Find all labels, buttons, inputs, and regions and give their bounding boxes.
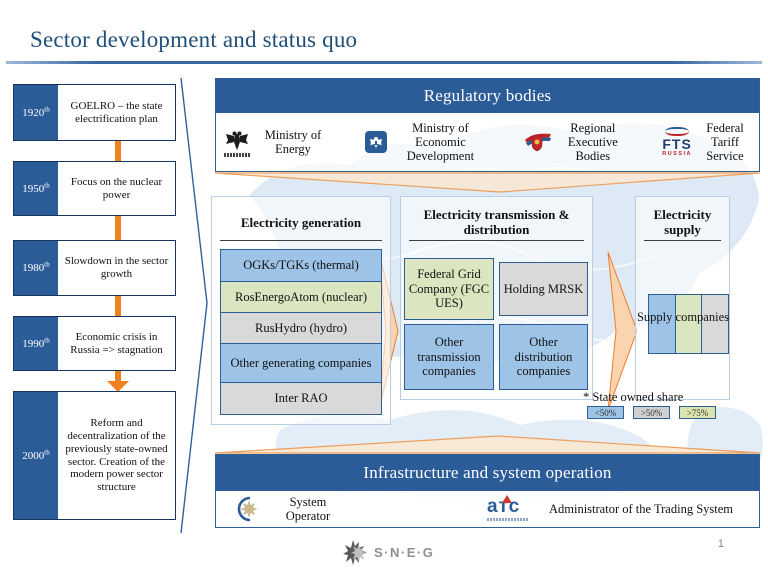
generation-company-stack: OGKs/TGKs (thermal) RosEnergoAtom (nucle… [220, 249, 382, 415]
timeline-item-text: Reform and decentralization of the previ… [65, 416, 168, 494]
timeline-connector [115, 216, 121, 240]
timeline-arrow-icon [107, 381, 129, 392]
timeline-item-1990: 1990th Economic crisis in Russia => stag… [13, 316, 176, 371]
fts-logo-subtext: RUSSIA [662, 150, 692, 157]
page-title: Sector development and status quo [30, 27, 358, 52]
trading-system-group: атс Administrator of the Trading System [487, 495, 741, 521]
fts-russia-logo-icon: FTS RUSSIA [662, 126, 692, 158]
electricity-generation-header: Electricity generation [220, 206, 382, 241]
timeline-connector [115, 141, 121, 161]
atc-logo-icon: атс [487, 495, 529, 521]
company-box-ogks-tgks: OGKs/TGKs (thermal) [220, 249, 382, 282]
regulatory-body-label: Federal Tariff Service [706, 121, 744, 163]
electricity-transmission-header: Electricity transmission & distribution [409, 206, 584, 241]
system-operator-label: System Operator [285, 494, 331, 523]
electricity-supply-panel: Electricity supply Supply companies [635, 196, 730, 400]
electricity-generation-panel: Electricity generation OGKs/TGKs (therma… [211, 196, 391, 425]
atc-red-triangle [502, 495, 512, 503]
regulatory-body-regional-executive: Regional Executive Bodies [523, 121, 626, 163]
electricity-transmission-panel: Electricity transmission & distribution … [400, 196, 593, 400]
title-divider [6, 61, 762, 64]
infrastructure-header: Infrastructure and system operation [216, 455, 759, 491]
company-box-other-distribution: Other distribution companies [499, 324, 588, 390]
regulatory-bodies-panel: Regulatory bodies Ministry of Energy [215, 78, 760, 172]
ministry-of-economic-development-emblem-icon [365, 131, 388, 153]
timeline-year-badge: 1980th [14, 241, 58, 295]
sneg-brand-text: S·N·E·G [374, 545, 435, 560]
state-owned-share-note: * State owned share [583, 390, 684, 404]
supply-share-cell-gt75 [674, 295, 702, 353]
regulatory-body-label: Ministry of Energy [264, 128, 322, 156]
regional-executive-bodies-emblem-icon [524, 133, 551, 152]
timeline-item-text: Focus on the nuclear power [70, 175, 163, 201]
timeline-connector [115, 371, 121, 382]
timeline-year-badge: 1920th [14, 85, 58, 140]
timeline-year-badge: 1990th [14, 317, 58, 370]
state-owned-share-legend: <50% >50% >75% [587, 406, 716, 419]
company-box-holding-mrsk: Holding MRSK [499, 262, 588, 316]
fts-logo-text: FTS [662, 135, 692, 152]
regulatory-bodies-header: Regulatory bodies [216, 79, 759, 113]
regulatory-bodies-row: Ministry of Energy Ministry of Economic … [216, 113, 759, 171]
atc-logo-subtext [487, 518, 529, 521]
timeline-year-badge: 1950th [14, 162, 58, 215]
supply-companies-label: Supply companies [636, 310, 729, 324]
regulatory-body-federal-tariff-service: FTS RUSSIA Federal Tariff Service [662, 121, 751, 163]
company-box-rosenergoatom: RosEnergoAtom (nuclear) [220, 281, 382, 313]
company-box-other-transmission: Other transmission companies [404, 324, 494, 390]
arrow-transmission-to-supply [607, 251, 638, 411]
legend-chip-lt50: <50% [587, 406, 624, 419]
trading-system-label: Administrator of the Trading System [548, 501, 734, 516]
sneg-starburst-icon [343, 540, 367, 565]
timeline-item-1920: 1920th GOELRO – the state electrificatio… [13, 84, 176, 141]
timeline-item-text: Economic crisis in Russia => stagnation [70, 330, 163, 356]
infrastructure-panel: Infrastructure and system operation Syst… [215, 454, 760, 528]
company-box-rushydro: RusHydro (hydro) [220, 312, 382, 344]
company-box-other-generating: Other generating companies [220, 343, 382, 383]
system-operator-logo-icon [237, 496, 257, 522]
regulatory-body-label: Ministry of Economic Development [406, 121, 475, 163]
legend-chip-gt75: >75% [679, 406, 716, 419]
ministry-of-energy-emblem-icon [224, 128, 250, 157]
atc-logo-text: атс [487, 495, 521, 517]
company-box-fgc-ues: Federal Grid Company (FGC UES) [404, 258, 494, 320]
timeline-connector [115, 296, 121, 316]
funnel-up [214, 435, 761, 454]
company-box-inter-rao: Inter RAO [220, 382, 382, 415]
funnel-down [214, 172, 761, 193]
supply-share-cell-gt50 [701, 295, 729, 353]
legend-chip-gt50: >50% [633, 406, 670, 419]
timeline-year-badge: 2000th [14, 392, 58, 519]
timeline-item-text: GOELRO – the state electrification plan [70, 99, 163, 125]
regulatory-body-ministry-of-economic-development: Ministry of Economic Development [365, 121, 486, 163]
timeline-item-1980: 1980th Slowdown in the sector growth [13, 240, 176, 296]
page-number: 1 [717, 538, 724, 550]
ministry-of-energy-caption [224, 152, 250, 157]
timeline-item-text: Slowdown in the sector growth [64, 255, 169, 280]
regulatory-body-label: Regional Executive Bodies [567, 121, 618, 163]
fts-flag-swoosh [665, 126, 690, 136]
supply-companies-box [648, 294, 729, 354]
timeline-item-1950: 1950th Focus on the nuclear power [13, 161, 176, 216]
timeline-item-2000: 2000th Reform and decentralization of th… [13, 391, 176, 520]
supply-share-cell-lt50 [649, 295, 675, 353]
infrastructure-row: System Operator атс Administrator of the… [216, 491, 759, 527]
sneg-brand: S·N·E·G [343, 540, 434, 565]
regulatory-body-ministry-of-energy: Ministry of Energy [224, 128, 329, 157]
electricity-supply-header: Electricity supply [644, 206, 721, 241]
system-operator-group: System Operator [236, 495, 344, 524]
